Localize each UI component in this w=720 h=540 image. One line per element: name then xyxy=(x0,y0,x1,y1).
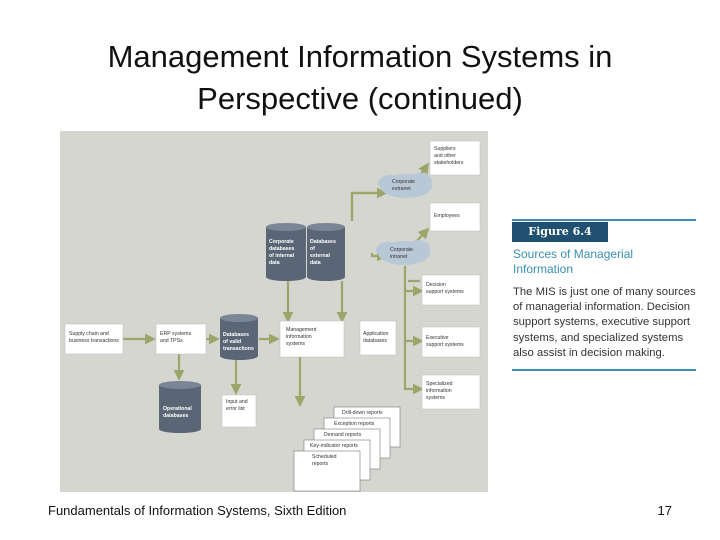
internal-data-database: Corporate databases of internal data xyxy=(266,223,306,281)
dss-text-1: Decision xyxy=(426,282,446,288)
mis-diagram: Supply chain and business transactions E… xyxy=(60,131,488,492)
figure-title-line1: Sources of Managerial xyxy=(513,247,634,261)
report-drill-down: Drill-down reports xyxy=(342,410,383,416)
figure-tag: Figure 6.4 xyxy=(512,222,608,242)
intranet-cloud: Corporate intranet xyxy=(376,240,430,265)
extranet-text-1: Corporate xyxy=(392,179,415,185)
report-exception: Exception reports xyxy=(334,421,375,427)
valid-db-text-1: Databases xyxy=(223,332,249,338)
figure-caption: The MIS is just one of many sources of m… xyxy=(513,286,696,359)
valid-db-text-2: of valid xyxy=(223,339,241,345)
erp-box: ERP systems and TPSs xyxy=(155,323,207,355)
external-data-database: Databases of external data xyxy=(307,223,345,281)
ess-text-1: Executive xyxy=(426,335,449,341)
external-db-text-2: of xyxy=(310,246,315,252)
mis-box: Management information systems xyxy=(279,320,345,358)
mis-text-2: information xyxy=(286,334,312,340)
extranet-text-2: extranet xyxy=(392,186,411,192)
supply-chain-box: Supply chain and business transactions xyxy=(64,323,124,355)
specialized-box: Specialized information systems xyxy=(421,374,481,410)
employees-text: Employees xyxy=(434,213,460,219)
operational-db-text-1: Operational xyxy=(163,406,192,412)
external-db-text-4: data xyxy=(310,260,321,266)
mis-diagram-svg: Supply chain and business transactions E… xyxy=(64,140,481,492)
connector-lines xyxy=(120,162,430,407)
operational-database: Operational databases xyxy=(159,381,201,433)
input-error-list: Input and error list xyxy=(221,394,257,428)
erp-text-1: ERP systems xyxy=(160,331,191,337)
employees-box: Employees xyxy=(429,202,481,232)
slide-title-line1: Management Information Systems in xyxy=(107,39,613,74)
figure-bottom-rule xyxy=(512,369,696,371)
ess-box: Executive support systems xyxy=(421,326,481,358)
slide-title-line2: Perspective (continued) xyxy=(197,81,523,116)
intranet-text-2: intranet xyxy=(390,254,408,260)
app-db-text-2: databases xyxy=(363,338,387,344)
specialized-text-2: information xyxy=(426,388,452,394)
supply-chain-text-2: business transactions xyxy=(69,338,119,344)
figure-title-line2: Information xyxy=(513,262,574,276)
specialized-text-1: Specialized xyxy=(426,381,453,387)
extranet-cloud: Corporate extranet xyxy=(378,173,432,198)
dss-text-2: support systems xyxy=(426,289,464,295)
mis-text-1: Management xyxy=(286,327,317,333)
valid-db-text-3: transactions xyxy=(223,346,254,352)
ess-text-2: support systems xyxy=(426,342,464,348)
mis-text-3: systems xyxy=(286,341,305,347)
input-error-text-2: error list xyxy=(226,406,245,412)
operational-db-text-2: databases xyxy=(163,413,188,419)
figure-panel: Figure 6.4 Sources of Managerial Informa… xyxy=(512,219,696,371)
app-db-text-1: Application xyxy=(363,331,388,337)
report-key-indicator: Key-indicator reports xyxy=(310,443,358,449)
internal-db-text-4: data xyxy=(269,260,280,266)
slide-title: Management Information Systems in Perspe… xyxy=(40,36,680,120)
internal-db-text-2: databases xyxy=(269,246,294,252)
suppliers-text-3: stakeholders xyxy=(434,160,464,166)
intranet-text-1: Corporate xyxy=(390,247,413,253)
input-error-text-1: Input and xyxy=(226,399,248,405)
external-db-text-3: external xyxy=(310,253,330,259)
figure-top-rule xyxy=(512,219,696,221)
erp-text-2: and TPSs xyxy=(160,338,183,344)
valid-transactions-database: Databases of valid transactions xyxy=(220,314,258,360)
report-scheduled-2: reports xyxy=(312,461,329,467)
supply-chain-text-1: Supply chain and xyxy=(69,331,109,337)
report-scheduled-1: Scheduled xyxy=(312,454,337,460)
suppliers-box: Suppliers and other stakeholders xyxy=(429,140,481,176)
reports-stack: Drill-down reports Exception reports Dem… xyxy=(293,406,401,492)
internal-db-text-1: Corporate xyxy=(269,239,294,245)
specialized-text-3: systems xyxy=(426,395,445,401)
suppliers-text-1: Suppliers xyxy=(434,146,456,152)
external-db-text-1: Databases xyxy=(310,239,336,245)
internal-db-text-3: of internal xyxy=(269,253,295,259)
dss-box: Decision support systems xyxy=(421,274,481,306)
suppliers-text-2: and other xyxy=(434,153,456,159)
footer-text: Fundamentals of Information Systems, Six… xyxy=(48,503,347,518)
application-database: Application databases xyxy=(359,320,397,356)
page-number: 17 xyxy=(657,503,672,518)
figure-title: Sources of Managerial Information xyxy=(513,247,696,277)
report-demand: Demand reports xyxy=(324,432,362,438)
